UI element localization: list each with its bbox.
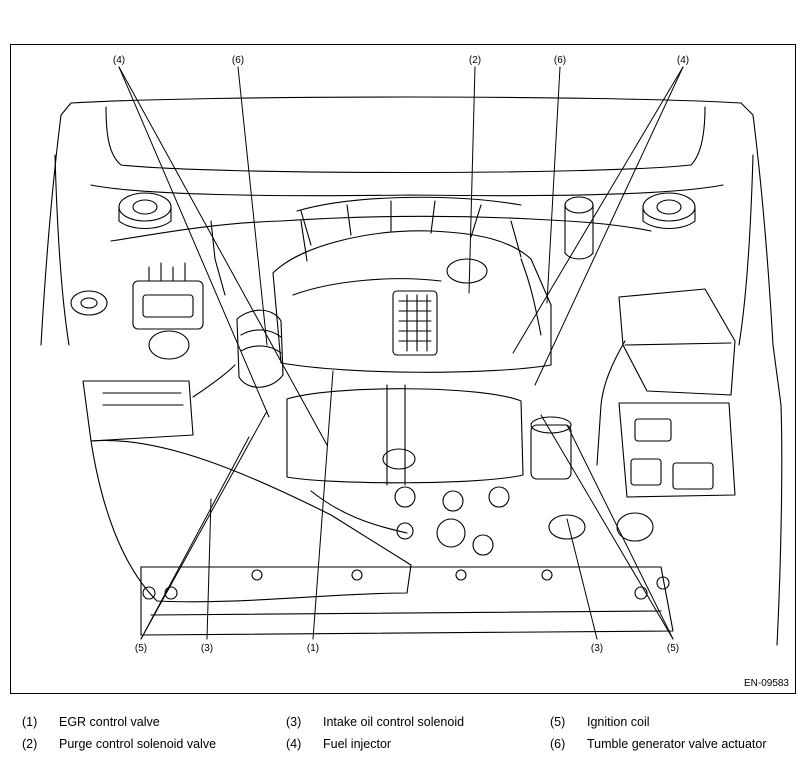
legend-num: (1) xyxy=(22,715,38,729)
legend-num: (3) xyxy=(286,715,302,729)
battery xyxy=(616,402,736,542)
legend-text: Fuel injector xyxy=(323,737,392,751)
legend-text: EGR control valve xyxy=(59,715,160,729)
legend-text: Tumble generator valve actuator xyxy=(587,737,767,751)
callout-ignition-coil-right: (5) xyxy=(666,643,680,654)
callout-intake-oil-right: (3) xyxy=(590,643,604,654)
radiator-support xyxy=(140,566,674,636)
callout-egr-valve: (1) xyxy=(306,643,320,654)
right-canister xyxy=(520,196,594,336)
legend-num: (4) xyxy=(286,737,302,751)
legend-num: (2) xyxy=(22,737,38,751)
legend: (1) EGR control valve (2) Purge control … xyxy=(0,710,804,760)
brake-reservoir xyxy=(70,262,204,360)
intake-manifold xyxy=(272,196,552,373)
engine-front xyxy=(286,384,524,556)
leader-lines xyxy=(118,66,684,640)
oil-filter xyxy=(530,416,586,540)
callout-fuel-injector-left: (4) xyxy=(112,55,126,66)
callout-intake-oil-left: (3) xyxy=(200,643,214,654)
left-strut-tower xyxy=(118,192,172,230)
legend-text: Ignition coil xyxy=(587,715,650,729)
legend-num: (6) xyxy=(550,737,566,751)
callout-ignition-coil-left: (5) xyxy=(134,643,148,654)
callout-tgv-actuator-left: (6) xyxy=(231,55,245,66)
callout-fuel-injector-right: (4) xyxy=(676,55,690,66)
legend-text: Intake oil control solenoid xyxy=(323,715,465,729)
engine-bay-diagram: (4) (6) (2) (6) (4) (5) (3) (1) (3) (5) … xyxy=(10,44,796,694)
fuse-box xyxy=(618,288,736,396)
legend-text: Purge control solenoid valve xyxy=(59,737,217,751)
intake-hose xyxy=(236,309,284,388)
callout-tgv-actuator-right: (6) xyxy=(553,55,567,66)
wire-harness xyxy=(110,215,652,242)
callout-purge-control: (2) xyxy=(468,55,482,66)
legend-num: (5) xyxy=(550,715,566,729)
engine-line-drawing xyxy=(40,66,783,646)
right-strut-tower xyxy=(642,192,696,230)
figure-id: EN-09583 xyxy=(743,678,789,689)
air-intake-duct xyxy=(82,380,412,603)
body-outline xyxy=(40,96,783,646)
